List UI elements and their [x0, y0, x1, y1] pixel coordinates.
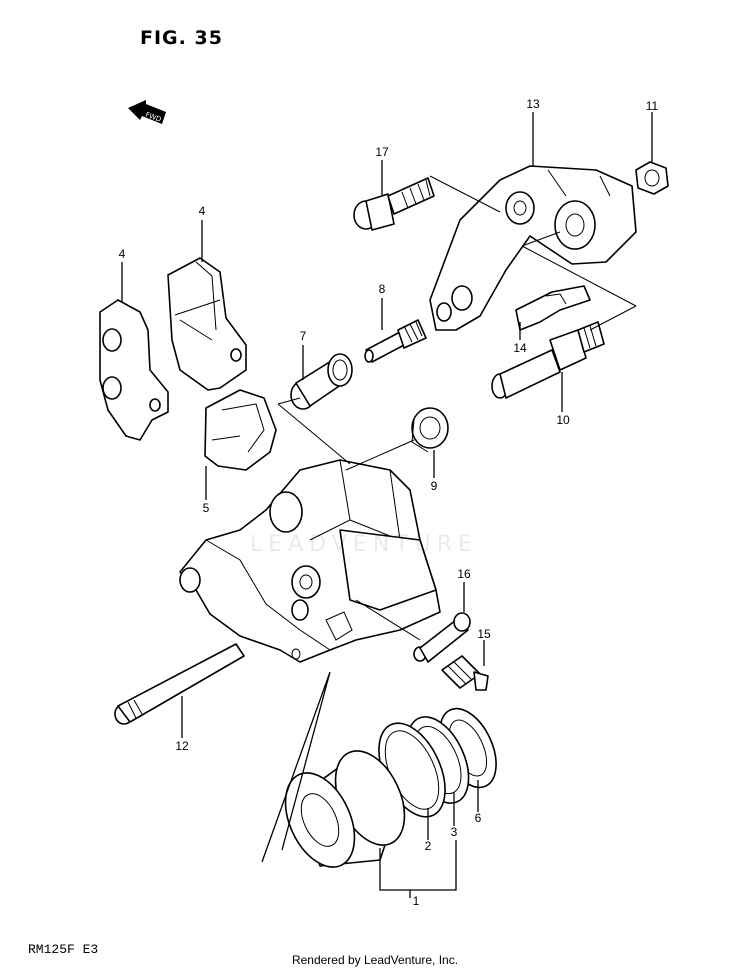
- brake-pad-back-plate: [99, 299, 169, 441]
- watermark: LEADVENTURE: [250, 532, 478, 557]
- pin-8: [364, 319, 427, 363]
- figure-title: FIG. 35: [140, 27, 223, 49]
- callout-5: 5: [203, 501, 210, 515]
- caliper-body: [179, 459, 441, 663]
- callout-3: 3: [451, 825, 458, 839]
- callout-6: 6: [475, 811, 482, 825]
- callout-9: 9: [431, 479, 438, 493]
- pad-spring: [204, 389, 277, 471]
- callout-11: 11: [646, 99, 659, 113]
- callout-7: 7: [300, 329, 307, 343]
- callout-10: 10: [556, 413, 570, 427]
- brake-pad-lining: [167, 257, 247, 391]
- callout-4a: 4: [199, 204, 206, 218]
- boot-9: [411, 407, 449, 453]
- model-code: RM125F E3: [28, 942, 99, 957]
- assembly-lines: [121, 112, 653, 898]
- callout-16: 16: [457, 567, 471, 581]
- callout-13: 13: [526, 97, 540, 111]
- forward-arrow-icon: FWD: [128, 100, 166, 124]
- callout-12: 12: [175, 739, 189, 753]
- bleeder-valve-15: [441, 655, 489, 691]
- callout-15: 15: [477, 627, 491, 641]
- piston-1: [284, 750, 406, 868]
- callout-1: 1: [413, 894, 420, 908]
- caliper-holder: [429, 165, 637, 331]
- bolt-17: [353, 177, 435, 231]
- boot-7: [290, 353, 353, 410]
- spring-clip-14: [515, 285, 591, 331]
- bleeder-cap-16: [413, 612, 471, 663]
- callout-14: 14: [513, 341, 527, 355]
- callout-4b: 4: [119, 247, 126, 261]
- callout-17: 17: [375, 145, 389, 159]
- pin-10: [491, 321, 605, 399]
- callout-labels: 1 2 3 4 4 5 6 7 8 9 10 11 12 13 14 15 16…: [119, 97, 659, 908]
- pad-pin-12: [114, 643, 245, 725]
- footer-credit: Rendered by LeadVenture, Inc.: [291, 953, 459, 967]
- nut-11: [635, 161, 669, 195]
- callout-2: 2: [425, 839, 432, 853]
- callout-8: 8: [379, 282, 386, 296]
